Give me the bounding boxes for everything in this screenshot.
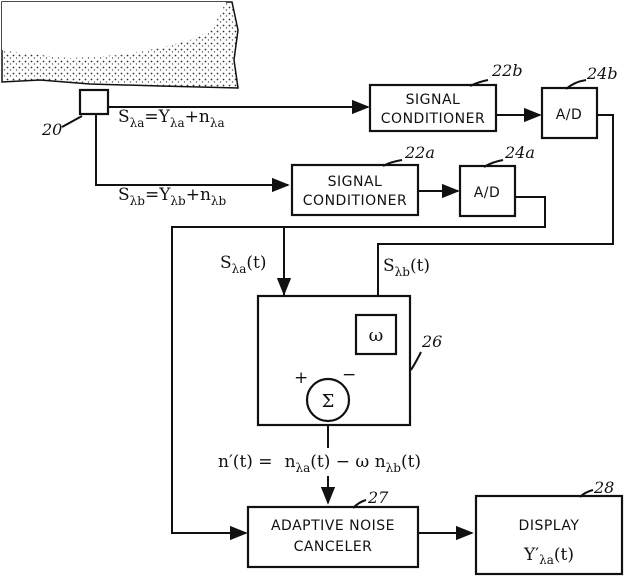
ad-b-label: A/D	[556, 107, 583, 123]
cond-b-ref: 22b	[491, 61, 523, 80]
noise-equation: n′(t) =nλa(t) − ω nλb(t)	[218, 452, 421, 475]
display-title: DISPLAY	[519, 518, 580, 534]
cond-a-line1: SIGNAL	[328, 174, 383, 190]
ad-b-ref: 24b	[586, 64, 618, 83]
sb-t-label: Sλb(t)	[383, 256, 430, 279]
cond-a-ref: 22a	[404, 143, 435, 162]
sum-symbol: Σ	[322, 391, 335, 412]
minus-sign: −	[342, 365, 356, 385]
ad-a-label: A/D	[474, 185, 501, 201]
canceler-line1: ADAPTIVE NOISE	[271, 518, 395, 534]
cond-b-line2: CONDITIONER	[381, 111, 485, 127]
adaptive-noise-canceler	[248, 507, 418, 567]
sa-t-label: Sλa(t)	[220, 253, 267, 276]
canceler-line2: CANCELER	[294, 539, 373, 555]
ad-a-ref: 24a	[504, 143, 535, 162]
cond-a-line2: CONDITIONER	[303, 193, 407, 209]
plus-sign: +	[294, 368, 308, 388]
processor-ref-leader	[411, 352, 421, 370]
display-ref: 28	[593, 478, 614, 497]
sensor-box	[80, 90, 108, 114]
sensor-ref-leader	[62, 116, 82, 127]
processor-ref: 26	[421, 332, 442, 351]
sa-equation: Sλa=Yλa+nλa	[118, 107, 225, 130]
sb-equation: Sλb=Yλb+nλb	[118, 185, 227, 208]
cond-b-line1: SIGNAL	[406, 92, 461, 108]
weight-symbol: ω	[369, 325, 384, 346]
canceler-ref: 27	[367, 488, 389, 507]
sensor-ref: 20	[41, 120, 62, 139]
